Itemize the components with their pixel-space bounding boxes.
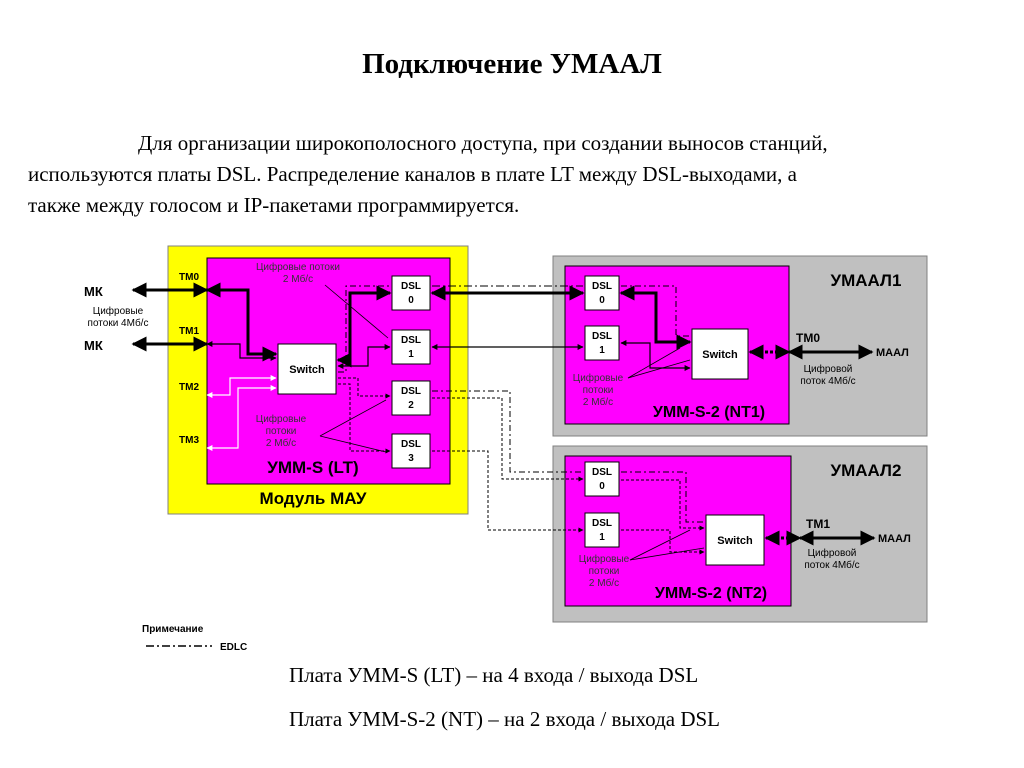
umaal1-pointer-a (627, 347, 681, 379)
umaal1-maal-label: МААЛ (876, 347, 909, 359)
lt-dsl0-num: 0 (408, 295, 414, 306)
intro-line-3: также между голосом и IP-пакетами програ… (28, 193, 520, 217)
umaal1-switch-label: Switch (702, 349, 738, 361)
lt-dsl2-word: DSL (401, 386, 421, 397)
intro-line-1: Для организации широкополосного доступа,… (138, 131, 828, 155)
lt-streams-top-line2: 2 Мб/с (283, 273, 313, 285)
lt-streams-bottom-line1: Цифровые (256, 413, 307, 425)
note-title: Примечание (142, 624, 204, 635)
umaal2-dsl0-word: DSL (592, 467, 612, 478)
umaal1-edlc (621, 285, 690, 337)
lt-dsl3-num: 3 (408, 453, 414, 464)
lt-switch-box (277, 343, 337, 395)
umaal1-pointer-b (627, 359, 691, 379)
umaal1-title: УМААЛ1 (831, 271, 902, 290)
umaal2-dsl1-box (584, 512, 620, 548)
lt-dsl0-word: DSL (401, 281, 421, 292)
tm2-label: ТМ2 (179, 382, 199, 393)
umaal2-dsl0-box (584, 461, 620, 497)
mk-streams-line1: Цифровые (93, 305, 144, 317)
lt-dsl1-num: 1 (408, 349, 414, 360)
mk2-label: МК (84, 338, 103, 353)
lt-dsl3-box (391, 433, 431, 469)
link-dsl2-nt2-dsl0 (432, 390, 583, 473)
umaal2-board-label: УММ-S-2 (NT2) (655, 585, 767, 602)
umaal2-title: УМААЛ2 (831, 461, 902, 480)
umaal2-maal-label: МААЛ (878, 533, 911, 545)
umaal2-dsl-streams-line3: 2 Мб/с (589, 577, 619, 589)
lt-edlc-dsl0 (338, 285, 390, 373)
umaal2-stream-line2: поток 4Мб/с (804, 559, 859, 571)
lt-dsl0-box (391, 275, 431, 311)
lt-streams-top-line1: Цифровые потоки (256, 261, 340, 273)
intro-paragraph: Для организации широкополосного доступа,… (28, 128, 1003, 221)
lt-switch-label: Switch (289, 364, 325, 376)
umaal1-tm-label: ТМ0 (796, 331, 820, 345)
lt-pointer-c (319, 435, 387, 453)
umaal1-board-label: УММ-S-2 (NT1) (653, 404, 765, 421)
lt-tm1-to-switch (206, 341, 277, 361)
umaal1-stream-line1: Цифровой (804, 363, 853, 375)
umm-s-lt-label: УММ-S (LT) (267, 458, 358, 477)
link-dsl2-nt2-dsl0-data (432, 397, 584, 482)
intro-line-2: используются платы DSL. Распределение ка… (28, 162, 797, 186)
footer-line-2: Плата УММ-S-2 (NT) – на 2 входа / выхода… (289, 707, 720, 731)
umaal1-dsl-streams-line3: 2 Мб/с (583, 396, 613, 408)
umaal1-dsl0-box (584, 275, 620, 311)
umaal2-dsl1-word: DSL (592, 518, 612, 529)
umaal2-dsl-streams-line1: Цифровые (579, 553, 630, 565)
mk-streams-line2: потоки 4Мб/с (88, 317, 149, 329)
lt-streams-bottom-line3: 2 Мб/с (266, 437, 296, 449)
lt-dsl2-box (391, 380, 431, 416)
umaal2-pointer-b (629, 547, 705, 561)
lt-dsl2-num: 2 (408, 400, 414, 411)
lt-dsl3-word: DSL (401, 439, 421, 450)
umaal2-dsl1-num: 1 (599, 532, 605, 543)
umaal1-dsl-streams-line1: Цифровые (573, 372, 624, 384)
umaal2-dsl0-to-switch (621, 479, 705, 531)
link-dsl3-nt2-dsl1 (432, 450, 584, 533)
umaal1-dsl1-box (584, 325, 620, 361)
umaal2-dsl1-to-switch (621, 529, 705, 555)
umaal2-stream-line1: Цифровой (808, 547, 857, 559)
umaal1-dsl1-word: DSL (592, 331, 612, 342)
umaal1-dsl0-num: 0 (599, 295, 605, 306)
umaal2-dsl0-num: 0 (599, 481, 605, 492)
umaal1-dsl1-num: 1 (599, 345, 605, 356)
module-mau-label: Модуль МАУ (260, 489, 367, 508)
footer-line-1: Плата УММ-S (LT) – на 4 входа / выхода D… (289, 663, 699, 687)
umaal2-dsl-streams-line2: потоки (589, 566, 620, 577)
umaal2-edlc (621, 471, 704, 523)
tm1-label: ТМ1 (179, 326, 199, 337)
lt-switch-to-dsl1 (337, 344, 391, 369)
lt-dsl1-word: DSL (401, 335, 421, 346)
umaal1-stream-line2: поток 4Мб/с (800, 375, 855, 387)
lt-pointer-b (319, 399, 387, 437)
page-title: Подключение УМААЛ (362, 48, 662, 80)
umaal2-pointer-a (629, 529, 691, 561)
umaal1-dsl-streams-line2: потоки (583, 385, 614, 396)
lt-dsl1-box (391, 329, 431, 365)
mk1-label: МК (84, 284, 103, 299)
umaal2-switch-box (705, 514, 765, 566)
lt-dashed-dsl2 (338, 377, 391, 399)
lt-tm3-to-switch (206, 385, 277, 451)
umaal1-dsl0-word: DSL (592, 281, 612, 292)
tm0-label: ТМ0 (179, 272, 199, 283)
note-edlc-label: EDLC (220, 642, 247, 653)
umaal2-switch-label: Switch (717, 535, 753, 547)
lt-streams-bottom-line2: потоки (266, 426, 297, 437)
lt-dashed-dsl3 (338, 383, 391, 454)
umaal1-dsl1-to-switch (620, 340, 691, 371)
lt-pointer-a (324, 284, 389, 339)
umaal2-tm-label: ТМ1 (806, 517, 830, 531)
umaal1-switch-box (691, 328, 749, 380)
tm3-label: ТМ3 (179, 435, 199, 446)
